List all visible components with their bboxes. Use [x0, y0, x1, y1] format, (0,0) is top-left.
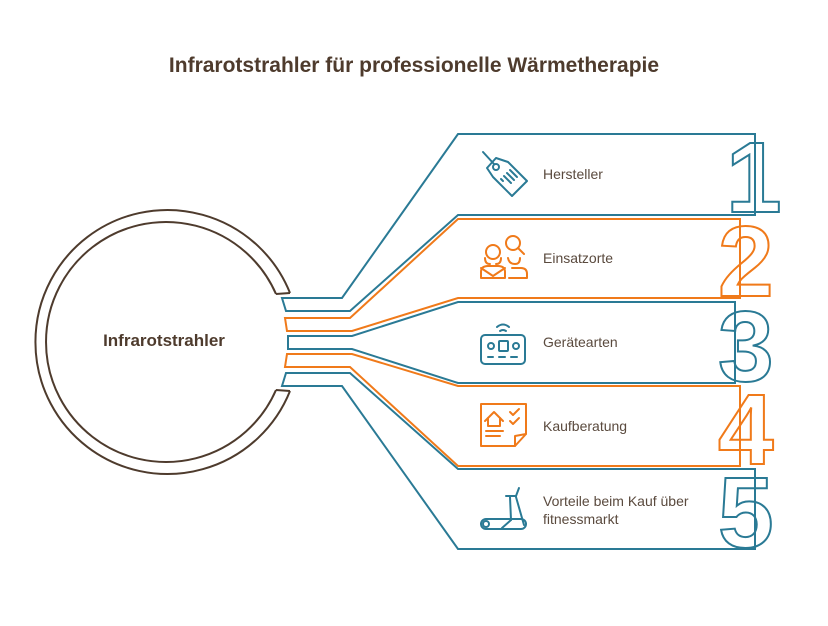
number-1: 1	[726, 122, 782, 234]
ribbon-4	[283, 353, 741, 467]
item-label-5: Vorteile beim Kauf über fitnessmarkt	[543, 493, 689, 527]
treadmill-icon	[480, 487, 527, 530]
remote-device-icon	[480, 323, 526, 365]
item-label-1: Hersteller	[543, 166, 603, 182]
item-label-4: Kaufberatung	[543, 418, 628, 434]
diagram-title: Infrarotstrahler für professionelle Wärm…	[168, 54, 660, 77]
item-label-2: Einsatzorte	[543, 250, 614, 266]
hub-ring	[34, 209, 291, 475]
number-5: 5	[718, 457, 774, 569]
price-tag-icon	[482, 151, 528, 197]
people-search-icon	[480, 235, 528, 279]
item-label-3: Gerätearten	[543, 334, 618, 350]
number-3: 3	[718, 291, 774, 403]
ribbon-2	[283, 218, 741, 332]
number-2: 2	[718, 206, 774, 318]
hub-label: Infrarotstrahler	[103, 331, 225, 350]
ribbon-1	[280, 133, 756, 312]
ribbon-3	[287, 301, 736, 384]
checklist-document-icon	[480, 403, 527, 447]
ribbon-5	[280, 372, 756, 550]
number-4: 4	[718, 374, 774, 486]
